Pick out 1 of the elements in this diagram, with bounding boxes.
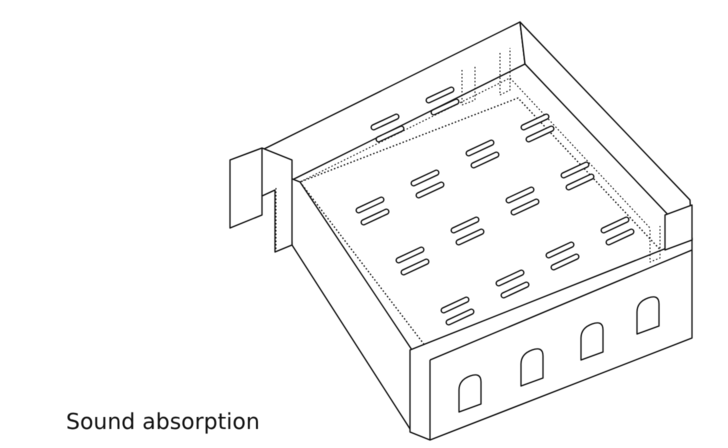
caption: Sound absorption	[66, 410, 260, 435]
